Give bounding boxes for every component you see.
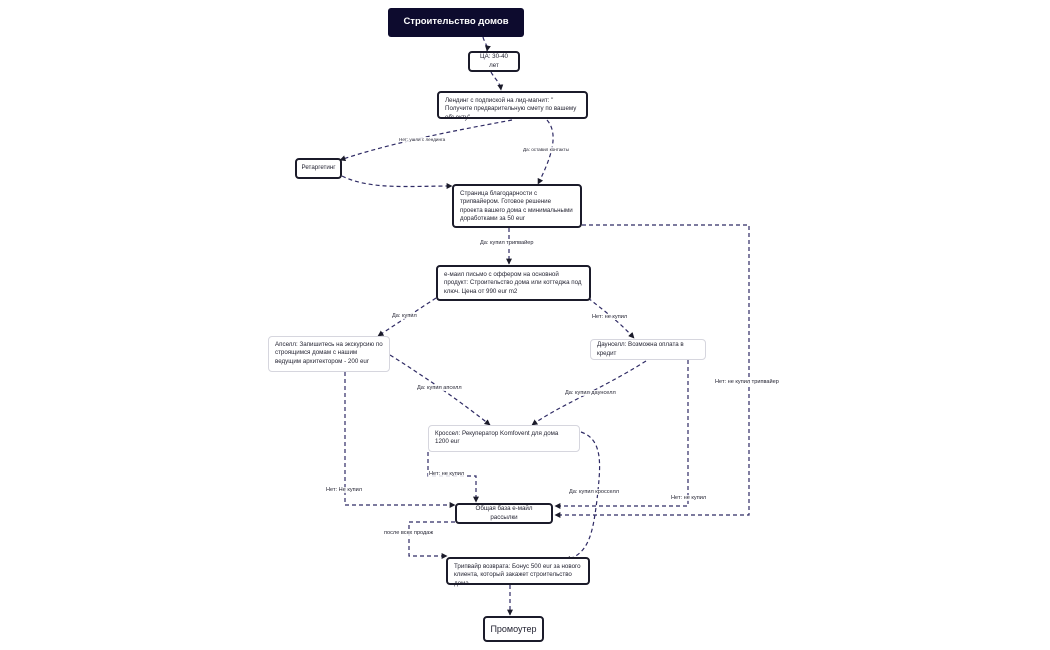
upsell-node[interactable]: Апселл: Запишитесь на экскурсию по строя…: [268, 336, 390, 372]
promoter-node[interactable]: Промоутер: [483, 616, 544, 642]
edge-downsell-to-email-base[interactable]: [554, 360, 689, 509]
edge-label-yes-left-contacts: Да: оставил контакты: [522, 147, 570, 152]
edge-label-yes-bought-crosssell: Да: купил кросселл: [568, 489, 621, 495]
email-offer-node[interactable]: e-маил письмо с оффером на основной прод…: [436, 265, 591, 301]
edge-upsell-to-email-base[interactable]: [344, 372, 456, 508]
edge-audience-to-landing[interactable]: [490, 71, 504, 91]
edge-label-no-left-landing: Нет: ушли с лендинга: [398, 137, 447, 142]
edge-landing-to-thankyou[interactable]: [537, 119, 554, 185]
edge-email-offer-to-upsell[interactable]: [377, 297, 437, 337]
edge-label-no-bought-tripwire: Нет: не купил трипвайер: [714, 379, 780, 385]
landing-node[interactable]: Лендинг с подпиской на лид-магнит: " Пол…: [437, 91, 588, 121]
edge-label-yes-bought-tripwire: Да: купил трипвайер: [479, 240, 535, 246]
email-base-node[interactable]: Общая база е-майл рассылки: [455, 503, 553, 524]
edge-title-to-audience[interactable]: [482, 36, 491, 52]
edge-upsell-to-crosssell[interactable]: [389, 354, 491, 426]
edge-crosssell-to-return-tripwire[interactable]: [564, 431, 601, 562]
edge-crosssell-to-email-base[interactable]: [427, 452, 479, 503]
title-node[interactable]: Строительство домов: [388, 8, 524, 37]
edge-email-offer-to-downsell[interactable]: [587, 297, 635, 339]
edge-email-base-to-return-tripwire[interactable]: [408, 521, 455, 559]
edge-label-no-not-bought: Нет: не купил: [591, 314, 629, 320]
edge-label-yes-bought: Да: купил: [391, 313, 418, 319]
edge-label-yes-bought-upsell: Да: купил апселл: [416, 385, 463, 391]
edge-label-after-all-sales: после всех продаж: [383, 530, 435, 536]
edge-label-no-not-bought-downsell: Нет: не купил: [670, 495, 708, 501]
edge-landing-to-retargeting[interactable]: [339, 119, 513, 162]
edge-label-no-not-bought-upsell: Нет: Не купил: [325, 487, 364, 493]
edge-downsell-to-crosssell[interactable]: [531, 360, 647, 426]
return-tripwire-node[interactable]: Трипвайр возврата: Бонус 500 eur за ново…: [446, 557, 590, 587]
edge-label-yes-bought-downsell: Да: купил даунселл: [564, 390, 617, 396]
thankyou-node[interactable]: Страница благодарности с трипвайером. Го…: [452, 184, 582, 228]
retargeting-node[interactable]: Ретаргетинг: [295, 158, 342, 179]
edge-retargeting-to-thankyou[interactable]: [341, 175, 453, 190]
downsell-node[interactable]: Даунселл: Возможна оплата в кредит: [590, 339, 706, 360]
crosssell-node[interactable]: Кроссел: Рекуператор Komfovent для дома …: [428, 425, 580, 452]
edge-thankyou-to-email-base[interactable]: [554, 224, 750, 518]
audience-node[interactable]: ЦА: 30-40 лет: [468, 51, 520, 72]
edge-label-no-not-bought-cross: Нет: не купил: [428, 471, 466, 477]
